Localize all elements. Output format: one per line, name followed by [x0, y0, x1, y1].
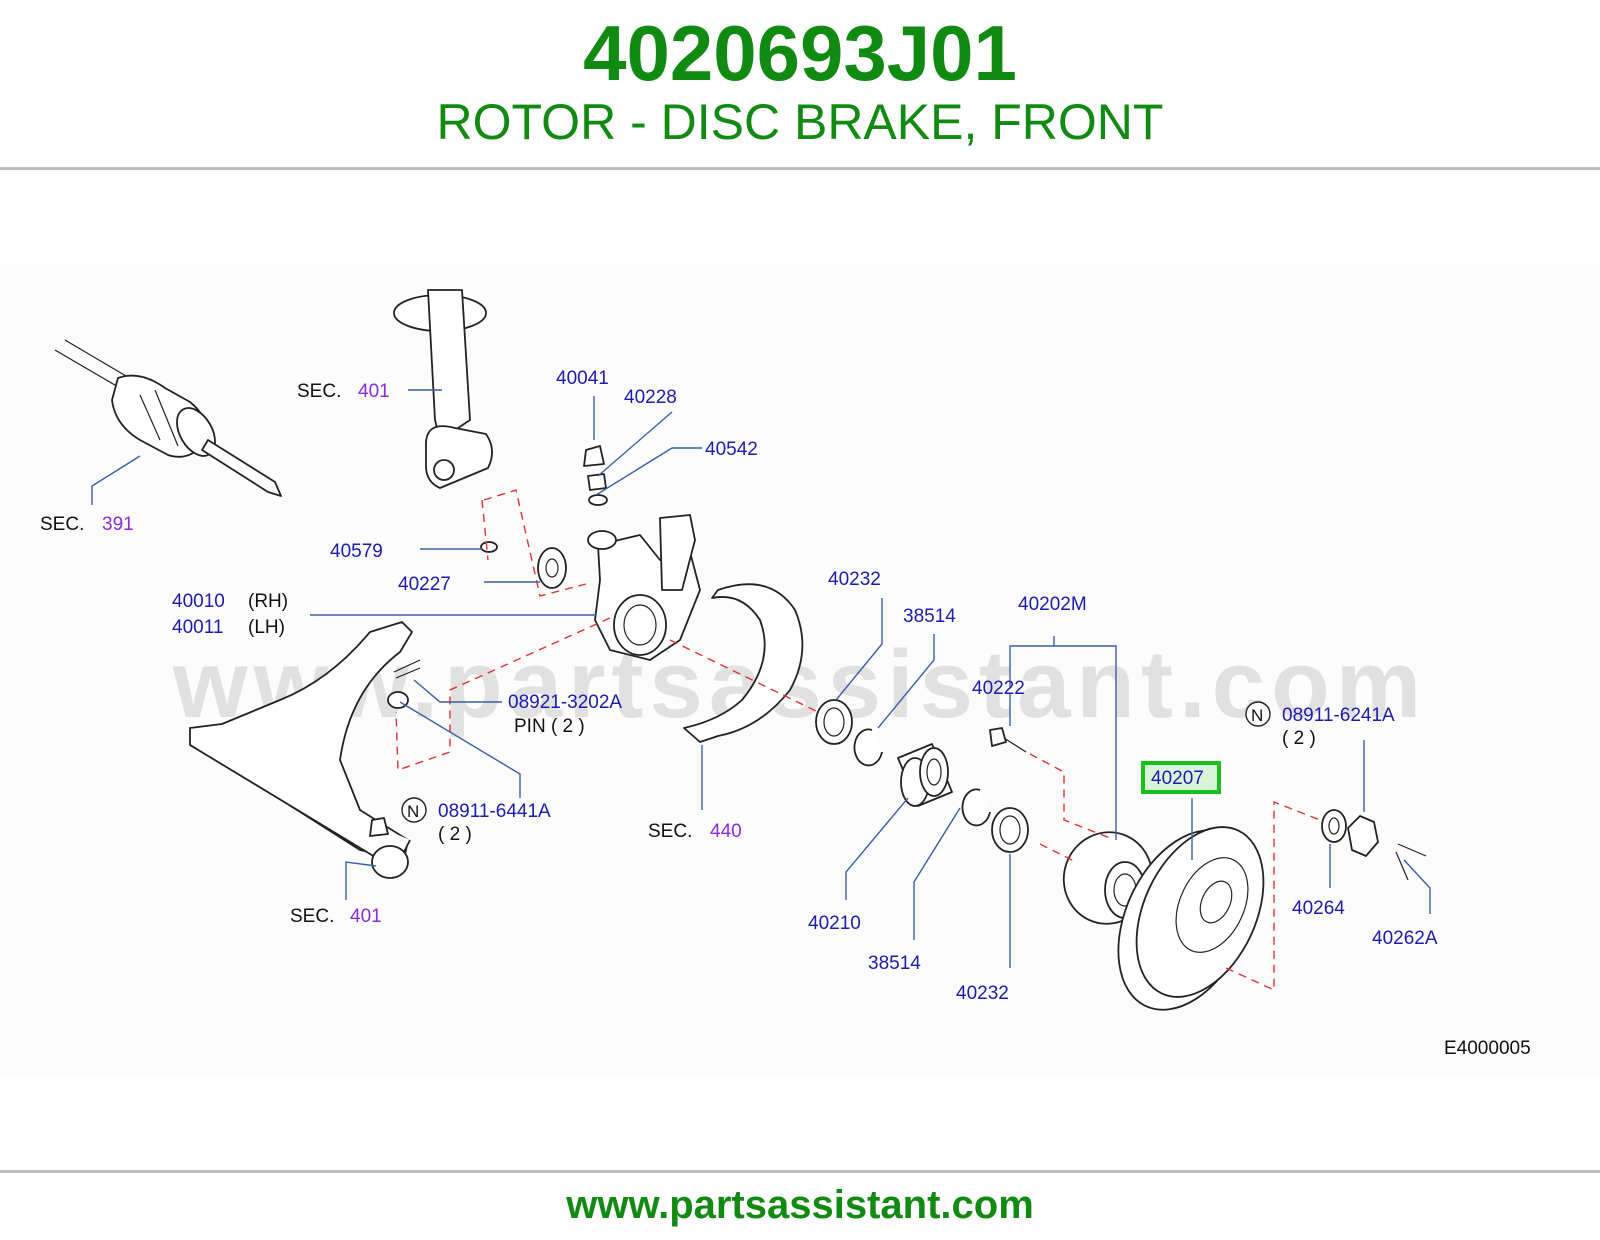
- leader-lines: [91, 389, 1431, 968]
- header-divider: [0, 167, 1600, 170]
- part-description: ROTOR - DISC BRAKE, FRONT: [436, 94, 1164, 150]
- sec-label-401-top: SEC.: [297, 381, 341, 402]
- part-label-40579[interactable]: 40579: [330, 541, 383, 562]
- n-marker-2: N: [1251, 706, 1263, 725]
- part-label-40010[interactable]: 40010: [172, 591, 225, 612]
- sec-label-401-bottom: SEC.: [290, 906, 334, 927]
- rh-label: (RH): [248, 591, 288, 612]
- part-label-08921-3202A[interactable]: 08921-3202A: [508, 692, 622, 713]
- quantity-label-1: ( 2 ): [438, 824, 472, 845]
- steering-knuckle-illustration: [480, 445, 701, 661]
- footer-site-link[interactable]: www.partsassistant.com: [566, 1183, 1034, 1227]
- new-part-n-icon: [401, 797, 427, 823]
- dust-shield-illustration: [683, 583, 804, 743]
- callout-labels: SEC. 401 SEC. 391 40041 40228 40542 4057…: [40, 368, 1531, 1059]
- lower-arm-illustration: [189, 621, 421, 879]
- pin-quantity-label: PIN ( 2 ): [514, 716, 585, 737]
- part-label-08911-6441A[interactable]: 08911-6441A: [438, 801, 551, 822]
- part-label-40210[interactable]: 40210: [808, 913, 861, 934]
- sec-number-401-top[interactable]: 401: [358, 381, 390, 402]
- part-label-40232-top[interactable]: 40232: [828, 569, 881, 590]
- header: 4020693J01 ROTOR - DISC BRAKE, FRONT: [0, 0, 1600, 170]
- part-label-38514-top[interactable]: 38514: [903, 606, 956, 627]
- drive-shaft-illustration: [54, 339, 282, 497]
- quantity-label-2: ( 2 ): [1282, 728, 1316, 749]
- n-marker-1: N: [407, 802, 419, 821]
- diagram-background: [0, 264, 1600, 1074]
- part-label-40227[interactable]: 40227: [398, 574, 451, 595]
- part-label-40262A[interactable]: 40262A: [1372, 928, 1438, 949]
- strut-illustration: [393, 289, 493, 489]
- part-label-40264[interactable]: 40264: [1292, 898, 1345, 919]
- part-label-40202M[interactable]: 40202M: [1018, 594, 1087, 615]
- part-label-40011[interactable]: 40011: [172, 617, 223, 638]
- part-label-40207-highlighted[interactable]: 40207: [1151, 768, 1204, 789]
- part-label-38514-bottom[interactable]: 38514: [868, 953, 921, 974]
- part-number-title: 4020693J01: [583, 9, 1017, 97]
- part-label-40542[interactable]: 40542: [705, 439, 758, 460]
- sec-label-391: SEC.: [40, 514, 84, 535]
- nut-washer-illustration: [1321, 809, 1427, 881]
- sec-number-440[interactable]: 440: [710, 821, 742, 842]
- part-label-40222[interactable]: 40222: [972, 678, 1025, 699]
- part-label-40041[interactable]: 40041: [556, 368, 609, 389]
- rotor-illustration: [1117, 826, 1265, 1011]
- highlighted-part-box: [1141, 761, 1221, 794]
- lh-label: (LH): [248, 617, 285, 638]
- new-part-n-icon: [1245, 701, 1271, 727]
- part-label-40232-bottom[interactable]: 40232: [956, 983, 1009, 1004]
- footer-divider: [0, 1170, 1600, 1173]
- sec-number-391[interactable]: 391: [102, 514, 134, 535]
- sec-label-440: SEC.: [648, 821, 692, 842]
- bearing-parts-illustration: [815, 699, 1029, 853]
- assembly-dashed-lines: [395, 489, 1321, 992]
- diagram-code: E4000005: [1444, 1038, 1531, 1059]
- part-label-40228[interactable]: 40228: [624, 387, 677, 408]
- part-label-08911-6241A[interactable]: 08911-6241A: [1282, 705, 1395, 726]
- sec-number-401-bottom[interactable]: 401: [350, 906, 382, 927]
